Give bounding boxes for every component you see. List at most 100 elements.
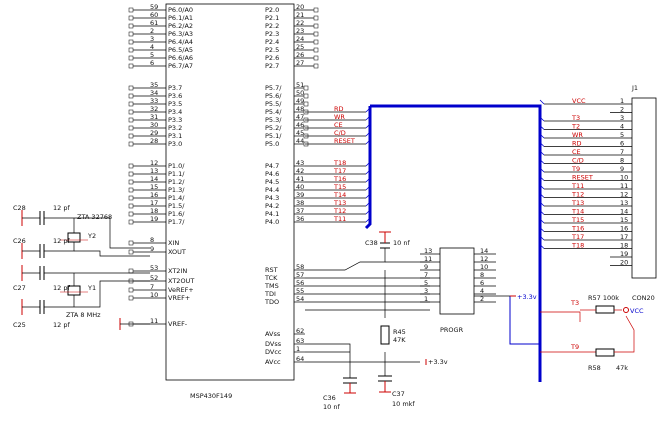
mcu-left-pin-end	[128, 7, 134, 13]
conn-pin-num: 4	[620, 123, 624, 131]
conn-bus-tap	[539, 159, 545, 164]
mcu-left-pin-num: 34	[150, 89, 158, 97]
mcu-left-pin-end	[128, 23, 134, 29]
progr-right-pin-num: 2	[480, 295, 484, 303]
conn-net-label: T3	[571, 114, 580, 122]
mcu-left-pin-end	[128, 85, 134, 91]
conn-bus-tap	[539, 142, 545, 147]
conn-net-label: T17	[571, 233, 584, 241]
mcu-left-pin-num: 2	[150, 27, 154, 35]
mcu-right-pin-num: 23	[296, 27, 304, 35]
mcu-right-pin-label: P4.3	[265, 194, 279, 202]
mcu-left-pin-num: 7	[150, 283, 154, 291]
mcu-right-pin-label: P2.3	[265, 30, 279, 38]
conn-net-label: T18	[571, 242, 584, 250]
conn-pin-num: 17	[620, 233, 628, 241]
mcu-left-pin-num: 15	[150, 183, 158, 191]
mcu-left-pin-num: 18	[150, 207, 158, 215]
mcu-right-pin-label: DVcc	[265, 348, 282, 356]
mcu-left-pin-end	[128, 31, 134, 37]
mcu-left-pin-label: VREF-	[168, 320, 188, 328]
bus-entry-tap	[365, 217, 371, 223]
mcu-right-pin-num: 54	[296, 295, 304, 303]
mcu-left-pin-end	[128, 117, 134, 123]
progr-right-pin-num: 10	[480, 263, 488, 271]
conn-net-label: RESET	[572, 174, 593, 182]
mcu-right-pin-num: 45	[296, 129, 304, 137]
bus-entry-tap	[365, 177, 371, 183]
mcu-right-pin-label: P2.0	[265, 6, 279, 14]
mcu-right-pin-num: 39	[296, 191, 304, 199]
mcu-right-pin-end	[313, 7, 319, 13]
mcu-left-pin-num: 3	[150, 35, 154, 43]
mcu-left-pin-end	[128, 195, 134, 201]
mcu-left-pin-label: P6.2/A2	[168, 22, 193, 30]
mcu-right-pin-label: P2.5	[265, 46, 279, 54]
conn-pin-num: 5	[620, 131, 624, 139]
crystal-32k-label: ZTA 32768	[77, 213, 112, 221]
mcu-right-pin-label: AVss	[265, 330, 281, 338]
progr-left-pin-num: 13	[424, 247, 432, 255]
conn-pin-num: 16	[620, 225, 628, 233]
conn-pin-num: 15	[620, 216, 628, 224]
mcu-right-pin-label: P4.6	[265, 170, 279, 178]
bus-label-t3: T3	[570, 299, 579, 307]
mcu-right-pin-end	[303, 85, 309, 91]
mcu-left-pin-num: 28	[150, 137, 158, 145]
pullups	[540, 305, 635, 357]
mcu-right-pin-label: P4.0	[265, 218, 279, 226]
c38-val: 10 nf	[393, 239, 410, 247]
mcu-left-pin-label: P6.0/A0	[168, 6, 193, 14]
conn-pin-num: 10	[620, 174, 628, 182]
c36-val: 10 nf	[323, 403, 340, 411]
conn-pin-num: 11	[620, 182, 628, 190]
conn-net-label: WR	[572, 131, 583, 139]
mcu-right-pin-label: P5.5/	[265, 100, 282, 108]
net-label-p5: C/D	[334, 129, 346, 137]
mcu-left-pin-end	[128, 249, 134, 255]
conn-pin-num: 1	[620, 97, 624, 105]
mcu-left-pin-end	[128, 63, 134, 69]
conn-net-label: T9	[571, 165, 580, 173]
mcu-right-pin-num: 40	[296, 183, 304, 191]
net-label-p5: RD	[334, 105, 344, 113]
mcu-left-pin-label: P1.7/	[168, 218, 185, 226]
conn-pin-num: 18	[620, 242, 628, 250]
r58-ref: R58	[588, 364, 601, 372]
mcu-right-pin-num: 20	[296, 3, 304, 11]
conn-net-label: T12	[571, 191, 584, 199]
mcu-right-pin-label: P2.6	[265, 54, 279, 62]
net-label-p4: T18	[333, 159, 346, 167]
mcu-right-pin-label: DVss	[265, 340, 282, 348]
mcu-right-pin-num: 22	[296, 19, 304, 27]
mcu-left-pin-end	[128, 125, 134, 131]
mcu-right-pin-label: P5.0	[265, 140, 279, 148]
jtag-wiring	[305, 231, 516, 394]
mcu-left-pin-label: P1.2/	[168, 178, 185, 186]
progr-right-pin-num: 12	[480, 255, 488, 263]
mcu-right-pin-label: P2.7	[265, 62, 279, 70]
conn-net-label: T16	[571, 225, 584, 233]
net-label-p4: T14	[333, 191, 346, 199]
conn-bus-tap	[539, 201, 545, 207]
bus-label-t9: T9	[570, 343, 579, 351]
conn-bus-tap	[539, 176, 545, 181]
mcu-right-pin-num: 36	[296, 215, 304, 223]
net-label-p5: WR	[334, 113, 345, 121]
mcu-left-pin-num: 12	[150, 159, 158, 167]
c37-ref: C37	[392, 390, 405, 398]
mcu-right-pin-label: P4.5	[265, 178, 279, 186]
mcu-left-pin-label: P3.5	[168, 100, 182, 108]
mcu-left-pin-label: P3.2	[168, 124, 182, 132]
conn-net-label: T15	[571, 216, 584, 224]
mcu-left-pin-label: P3.4	[168, 108, 182, 116]
conn-bus-tap	[539, 218, 545, 224]
oscillator-section: C28 12 pf ZTA 32768 Y2 C26 12 pf C27 12 …	[13, 204, 150, 330]
mcu-left-pin-num: 52	[150, 274, 158, 282]
conn-net-label: C/D	[572, 157, 584, 165]
progr-right-pin-num: 14	[480, 247, 488, 255]
progr-left-pin-num: 5	[424, 279, 428, 287]
mcu-left-pin-num: 14	[150, 175, 158, 183]
mcu-left-pin-num: 6	[150, 59, 154, 67]
